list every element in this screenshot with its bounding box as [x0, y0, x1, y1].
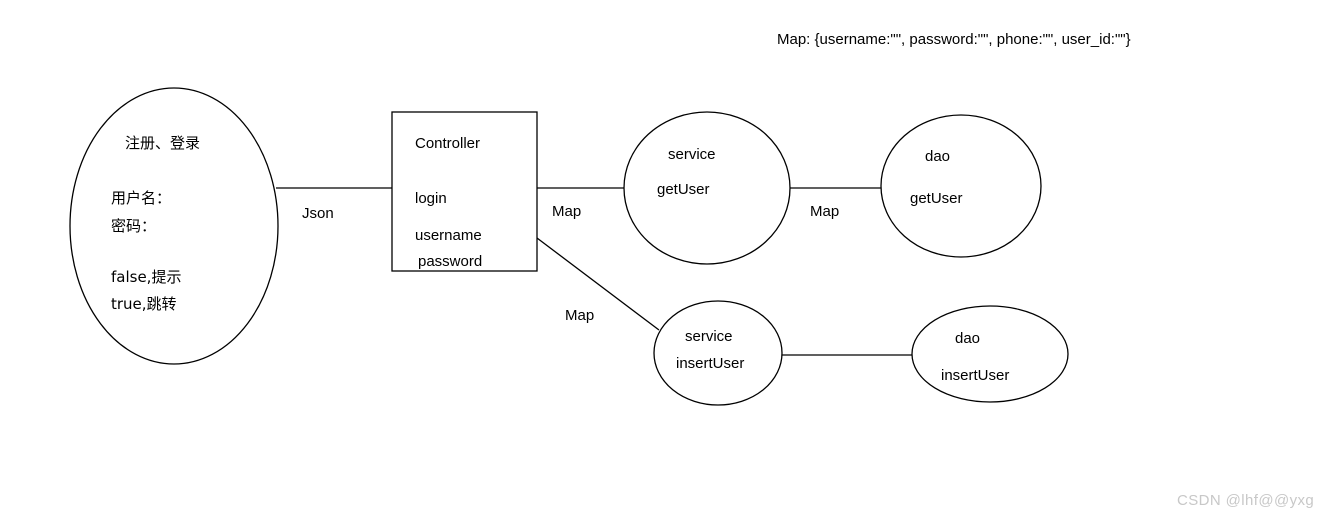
dao-insert-node-method: insertUser — [941, 367, 1010, 384]
client-node-password-label: 密码： — [111, 217, 157, 235]
dao-insert-node-shape[interactable] — [911, 305, 1069, 403]
client-node-result-true: true,跳转 — [111, 295, 177, 313]
service-get-node-method: getUser — [657, 181, 710, 198]
map-structure-note: Map: {username:"", password:"", phone:""… — [777, 31, 1131, 48]
connector-controller-to-service-insert — [536, 237, 660, 331]
controller-node-param-password: password — [418, 253, 483, 270]
service-get-node-layer: service — [668, 146, 716, 163]
client-node-shape[interactable] — [69, 87, 279, 365]
service-insert-node-layer: service — [685, 328, 733, 345]
dao-insert-node-layer: dao — [955, 330, 981, 347]
client-node-result-false: false,提示 — [111, 268, 182, 286]
controller-node-title: Controller — [415, 135, 481, 152]
edge-label-map-service-dao-get: Map — [810, 203, 840, 220]
dao-get-node-shape[interactable] — [880, 114, 1042, 258]
csdn-watermark: CSDN @lhf@@yxg — [1177, 492, 1315, 509]
controller-node-shape[interactable] — [391, 111, 538, 272]
service-get-node-shape[interactable] — [623, 111, 791, 265]
client-node-username-label: 用户名： — [111, 189, 172, 207]
controller-node-method: login — [415, 190, 447, 207]
edge-label-map-controller-service-insert: Map — [565, 307, 595, 324]
client-node-title: 注册、登录 — [125, 134, 201, 152]
edge-label-map-controller-service-get: Map — [552, 203, 582, 220]
dao-get-node-method: getUser — [910, 190, 963, 207]
edge-label-json: Json — [302, 205, 334, 222]
controller-node-param-username: username — [415, 227, 482, 244]
service-insert-node-method: insertUser — [676, 355, 745, 372]
service-insert-node-shape[interactable] — [653, 300, 783, 406]
dao-get-node-layer: dao — [925, 148, 951, 165]
